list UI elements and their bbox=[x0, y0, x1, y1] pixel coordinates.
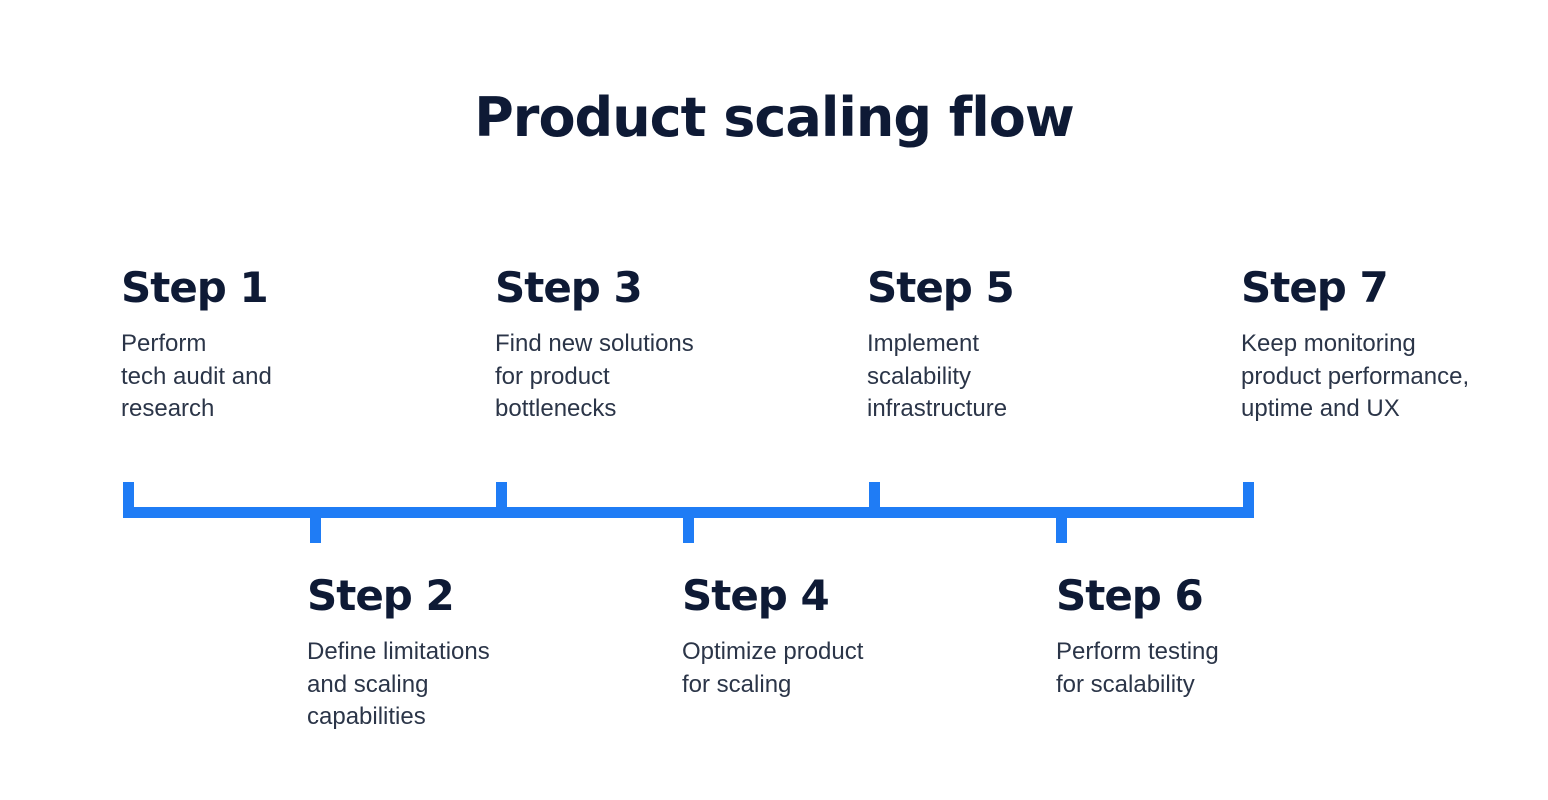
step-5-label: Step 5 bbox=[867, 263, 1015, 312]
timeline-tick-step-7 bbox=[1243, 482, 1254, 518]
step-1: Step 1 Perform tech audit and research bbox=[121, 260, 411, 426]
step-1-description: Perform tech audit and research bbox=[121, 330, 272, 422]
step-2-description: Define limitations and scaling capabilit… bbox=[307, 638, 490, 730]
step-7-description: Keep monitoring product performance, upt… bbox=[1241, 330, 1470, 422]
page-title: Product scaling flow bbox=[474, 86, 1075, 149]
step-6-label: Step 6 bbox=[1056, 571, 1204, 620]
step-6-description: Perform testing for scalability bbox=[1056, 638, 1219, 698]
step-2: Step 2 Define limitations and scaling ca… bbox=[307, 568, 597, 734]
timeline-tick-step-6 bbox=[1056, 507, 1067, 543]
step-4-label: Step 4 bbox=[682, 571, 830, 620]
step-7: Step 7 Keep monitoring product performan… bbox=[1241, 260, 1531, 426]
step-4-description: Optimize product for scaling bbox=[682, 638, 864, 698]
step-7-label: Step 7 bbox=[1241, 263, 1389, 312]
timeline-tick-step-4 bbox=[683, 507, 694, 543]
step-3-label: Step 3 bbox=[495, 263, 643, 312]
timeline-tick-step-2 bbox=[310, 507, 321, 543]
step-3: Step 3 Find new solutions for product bo… bbox=[495, 260, 785, 426]
step-1-label: Step 1 bbox=[121, 263, 269, 312]
timeline-tick-step-3 bbox=[496, 482, 507, 518]
timeline-tick-step-5 bbox=[869, 482, 880, 518]
step-5-description: Implement scalability infrastructure bbox=[867, 330, 1008, 422]
step-5: Step 5 Implement scalability infrastruct… bbox=[867, 260, 1157, 426]
step-4: Step 4 Optimize product for scaling bbox=[682, 568, 972, 701]
step-6: Step 6 Perform testing for scalability bbox=[1056, 568, 1346, 701]
step-3-description: Find new solutions for product bottlenec… bbox=[495, 330, 694, 422]
timeline-tick-step-1 bbox=[123, 482, 134, 518]
step-2-label: Step 2 bbox=[307, 571, 455, 620]
